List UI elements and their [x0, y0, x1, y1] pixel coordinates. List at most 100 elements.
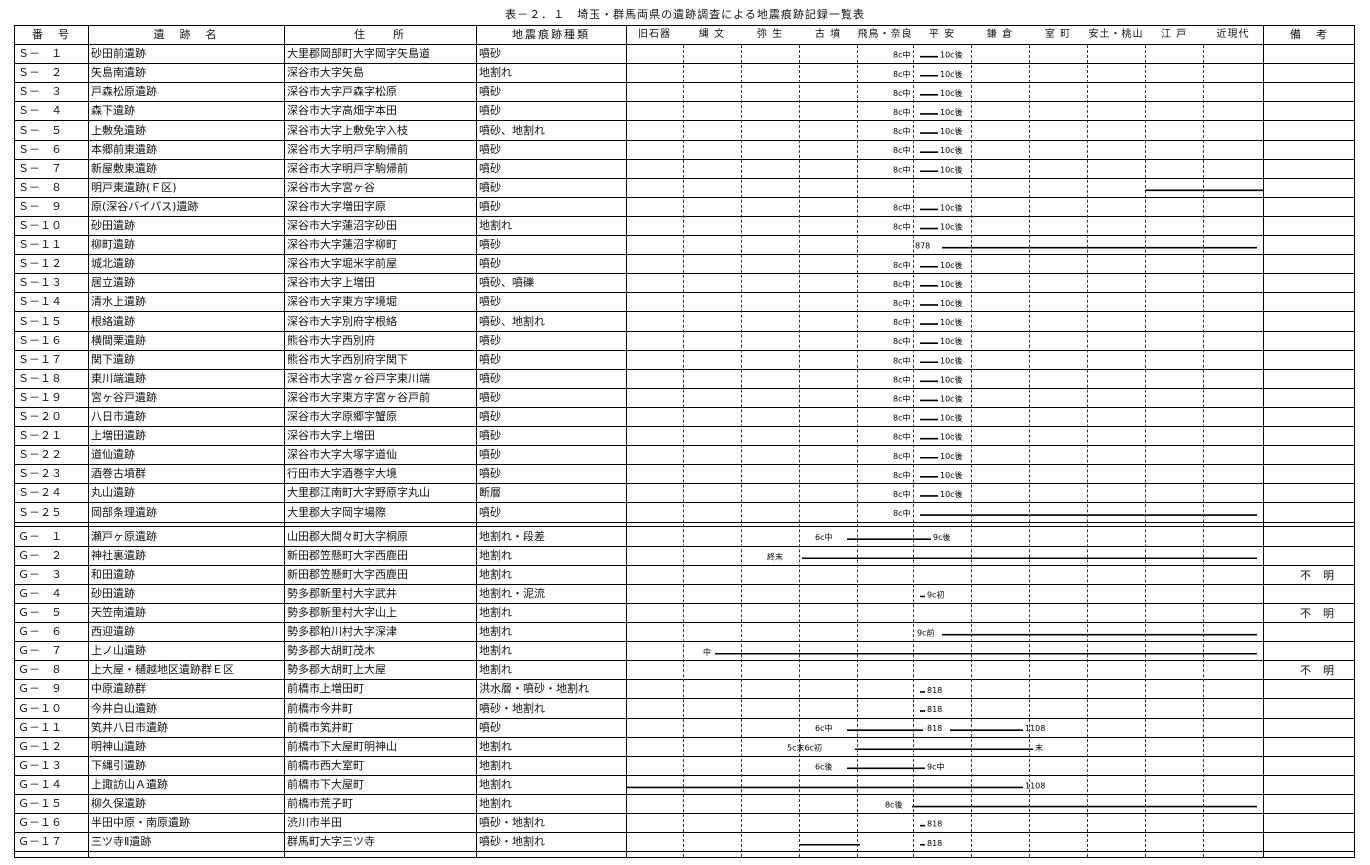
site-no: Ｇ－ ４ [18, 586, 62, 600]
trace-type: 地割れ [479, 625, 512, 639]
site-address: 深谷市大字上増田 [287, 429, 375, 443]
site-address: 大里郡岡部町大字岡字矢島道 [287, 47, 430, 61]
site-address: 深谷市大字明戸字駒帰前 [287, 161, 408, 175]
site-address: 深谷市大字東方字宮ヶ谷戸前 [287, 390, 430, 404]
period-label: 10c後 [940, 374, 963, 384]
site-name: 柳町遺跡 [91, 238, 135, 252]
site-address: 深谷市大字矢島 [287, 66, 364, 80]
site-name: 宮ヶ谷戸遺跡 [91, 390, 157, 404]
period-label: 818 [927, 724, 942, 733]
trace-type: 噴砂・地割れ [479, 835, 545, 849]
trace-type: 噴砂 [479, 505, 501, 519]
site-no: Ｓ－１０ [18, 219, 62, 232]
header-era: 弥 生 [756, 29, 784, 40]
site-name: 東川端遺跡 [91, 371, 146, 385]
trace-type: 地割れ [479, 777, 512, 791]
period-label: 末 [1035, 742, 1043, 752]
site-address: 深谷市大字明戸字駒帰前 [287, 142, 408, 156]
site-address: 深谷市大字宮ヶ谷 [287, 180, 375, 194]
period-label: 10c後 [940, 298, 963, 308]
trace-type: 噴砂・地割れ [479, 701, 545, 715]
header-site: 遺 跡 名 [153, 28, 219, 41]
period-label: 8c中 [893, 470, 911, 480]
site-name: 柳久保遺跡 [91, 797, 146, 810]
site-address: 深谷市大字蓮沼字柳町 [287, 238, 397, 252]
period-label: 10c後 [940, 260, 963, 270]
site-no: Ｓ－１７ [18, 352, 62, 366]
site-name: 酒巻古墳群 [91, 467, 146, 481]
period-label: 818 [927, 686, 942, 695]
site-name: 砂田遺跡 [91, 586, 135, 600]
earthquake-trace-table: 番 号 遺 跡 名 住 所 地震痕跡種類 備 考 旧石器縄 文弥 生古 墳飛鳥・… [14, 25, 1355, 858]
site-name: 居立遺跡 [91, 276, 135, 290]
site-address: 深谷市大字大塚字道仙 [287, 448, 397, 462]
site-address: 新田郡笠懸町大字西鹿田 [287, 567, 408, 581]
site-address: 前橋市笂井町 [287, 720, 353, 734]
site-name: 丸山遺跡 [91, 486, 135, 500]
header-era: 縄 文 [698, 29, 726, 40]
site-name: 上増田遺跡 [91, 429, 146, 443]
trace-type: 地割れ [479, 644, 512, 658]
period-label: 8c中 [893, 145, 911, 155]
site-address: 深谷市大字堀米字前屋 [287, 257, 397, 271]
period-label: 8c中 [893, 374, 911, 384]
period-label: 中 [703, 647, 711, 657]
trace-type: 噴砂 [479, 161, 501, 175]
period-label: 8c中 [893, 164, 911, 174]
site-address: 前橋市上増田町 [287, 682, 364, 696]
column-divider [88, 26, 89, 857]
site-no: Ｇ－ ３ [18, 567, 62, 581]
trace-type: 噴砂 [479, 85, 501, 99]
site-address: 深谷市大字増田字原 [287, 199, 386, 213]
period-label: 10c後 [940, 69, 963, 79]
trace-type: 噴砂 [479, 142, 501, 156]
group-separator [15, 523, 1354, 527]
site-no: Ｇ－１４ [18, 777, 62, 791]
trace-type: 噴砂 [479, 238, 501, 252]
header-era: 室 町 [1044, 29, 1072, 40]
period-label: 10c後 [940, 222, 963, 232]
site-address: 群馬町大字三ツ寺 [287, 835, 375, 849]
site-no: Ｓ－２２ [18, 448, 62, 462]
period-label: 10c後 [940, 145, 963, 155]
site-address: 深谷市大字蓮沼字砂田 [287, 219, 397, 232]
site-name: 瀬戸ヶ原遺跡 [91, 529, 157, 543]
period-label: 8c中 [893, 489, 911, 499]
period-label: 8c中 [893, 432, 911, 442]
site-no: Ｇ－ １ [18, 529, 62, 543]
trace-type: 噴砂 [479, 429, 501, 443]
site-address: 前橋市下大屋町明神山 [287, 739, 397, 753]
site-name: 関下遺跡 [91, 352, 135, 366]
period-label: 10c後 [940, 50, 963, 60]
site-no: Ｓ－ ４ [18, 104, 62, 118]
site-name: 上敷免遺跡 [91, 123, 146, 137]
period-label: 878 [915, 242, 930, 251]
trace-type: 地割れ [479, 797, 512, 810]
trace-type: 地割れ・泥流 [479, 586, 545, 600]
trace-type: 地割れ・段差 [479, 529, 545, 543]
trace-type: 噴砂 [479, 720, 501, 734]
site-name: 戸森松原遺跡 [91, 85, 157, 99]
period-label: 8c中 [893, 202, 911, 212]
site-name: 原(深谷バイパス)遺跡 [91, 199, 199, 213]
site-name: 横間栗遺跡 [91, 333, 146, 347]
site-name: 森下遺跡 [91, 104, 135, 118]
period-label: 6c中 [815, 532, 833, 542]
table-title: 表－２．１ 埼玉・群馬両県の遺跡調査による地震痕跡記録一覧表 [505, 8, 865, 21]
period-label: 818 [927, 820, 942, 829]
trace-type: 噴砂 [479, 448, 501, 462]
site-address: 熊谷市大字西別府 [287, 333, 375, 347]
era-divider [1145, 45, 1146, 857]
period-label: 8c中 [893, 126, 911, 136]
